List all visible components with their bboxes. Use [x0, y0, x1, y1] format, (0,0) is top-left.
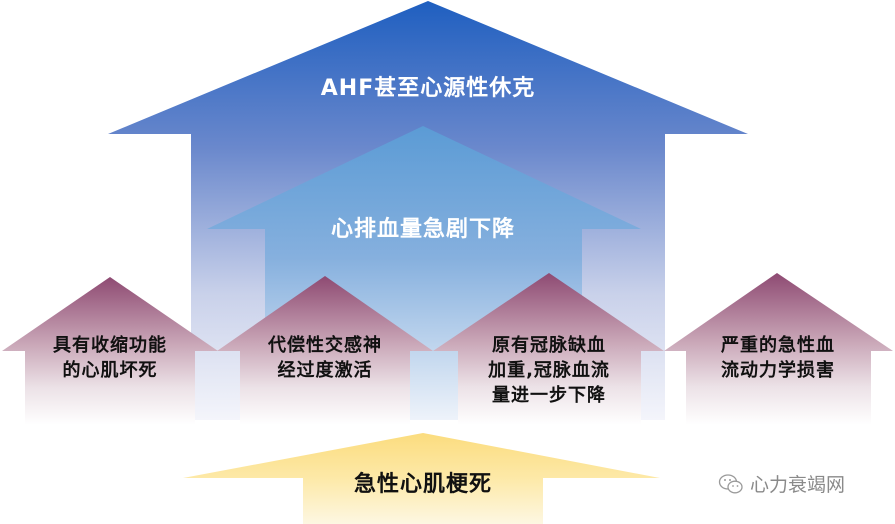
factor-arrow-4	[664, 273, 893, 425]
factor-label-3-line-3: 量进一步下降	[492, 385, 606, 406]
factor-arrow-2	[217, 276, 433, 425]
factor-label-2: 代偿性交感神 经过度激活	[225, 333, 425, 383]
middle-arrow-label: 心排血量急剧下降	[330, 217, 515, 242]
factor-label-3-line-1: 原有冠脉缺血	[492, 335, 606, 356]
factor-label-3-line-2: 加重,冠脉血流	[488, 360, 610, 381]
factor-label-1-line-1: 具有收缩功能	[53, 335, 167, 356]
wechat-icon	[718, 473, 743, 493]
factor-label-4: 严重的急性血 流动力学损害	[678, 333, 878, 383]
watermark-text: 心力衰竭网	[750, 474, 846, 496]
factor-arrow-1	[2, 277, 218, 425]
factor-label-1-line-2: 的心肌坏死	[62, 360, 158, 381]
factor-label-4-line-2: 流动力学损害	[721, 360, 835, 381]
watermark: 心力衰竭网	[718, 470, 845, 497]
base-arrow-label: 急性心肌梗死	[353, 472, 492, 497]
factor-label-1: 具有收缩功能 的心肌坏死	[10, 333, 210, 383]
factor-label-2-line-2: 经过度激活	[277, 360, 373, 381]
factor-label-3: 原有冠脉缺血 加重,冠脉血流 量进一步下降	[449, 333, 649, 408]
base-arrow	[183, 433, 660, 524]
factor-label-2-line-1: 代偿性交感神	[268, 335, 382, 356]
factor-label-4-line-1: 严重的急性血	[721, 335, 835, 356]
top-arrow-label: AHF甚至心源性休克	[320, 76, 536, 101]
factor-arrow-3	[433, 273, 664, 425]
